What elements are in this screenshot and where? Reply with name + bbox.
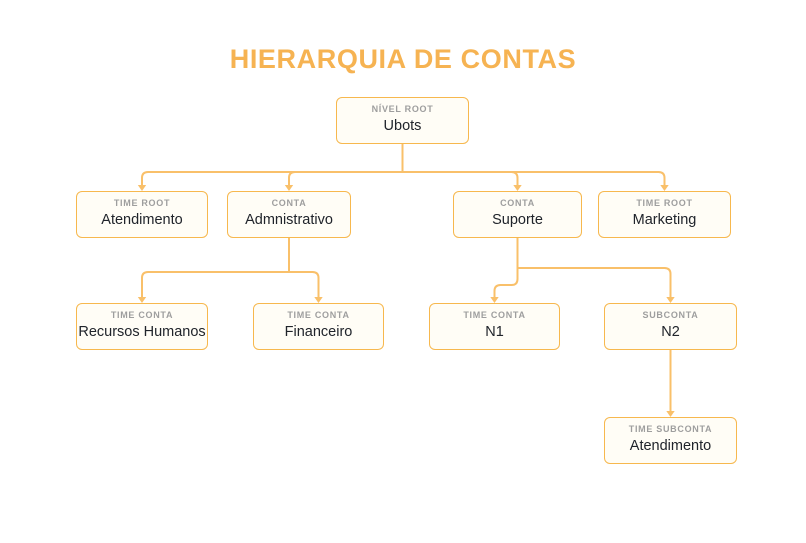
node-suporte[interactable]: CONTA Suporte: [453, 191, 582, 238]
connector-branch: [402, 171, 666, 185]
node-kind-label: TIME ROOT: [113, 197, 171, 208]
node-kind-label: TIME SUBCONTA: [628, 423, 713, 434]
node-name-label: Atendimento: [629, 437, 712, 454]
node-kind-label: CONTA: [271, 197, 307, 208]
node-name-label: Admnistrativo: [245, 211, 333, 228]
node-kind-label: TIME ROOT: [636, 197, 693, 208]
node-kind-label: TIME CONTA: [463, 309, 526, 320]
node-name-label: Ubots: [383, 117, 422, 134]
node-n1[interactable]: TIME CONTA N1: [429, 303, 560, 350]
connector-branch: [288, 171, 403, 185]
node-name-label: Atendimento: [101, 211, 183, 228]
node-name-label: Recursos Humanos: [78, 323, 206, 340]
node-kind-label: CONTA: [500, 197, 535, 208]
node-kind-label: TIME CONTA: [110, 309, 174, 320]
node-name-label: N1: [485, 323, 504, 340]
node-kind-label: NÍVEL ROOT: [371, 103, 434, 114]
node-rh[interactable]: TIME CONTA Recursos Humanos: [76, 303, 208, 350]
node-name-label: Financeiro: [284, 323, 353, 340]
node-n2[interactable]: SUBCONTA N2: [604, 303, 737, 350]
node-name-label: Suporte: [492, 211, 543, 228]
page-title: HIERARQUIA DE CONTAS: [229, 44, 577, 74]
connector-branch: [141, 271, 289, 297]
node-admnistrativo[interactable]: CONTA Admnistrativo: [227, 191, 351, 238]
connector-branch: [289, 271, 320, 297]
node-ubots[interactable]: NÍVEL ROOT Ubots: [336, 97, 469, 144]
node-atendimento[interactable]: TIME ROOT Atendimento: [76, 191, 208, 238]
connector-branch: [402, 171, 519, 185]
node-name-label: Marketing: [632, 211, 697, 228]
connector-branch: [493, 268, 519, 297]
node-kind-label: TIME CONTA: [287, 309, 350, 320]
node-atendimento2[interactable]: TIME SUBCONTA Atendimento: [604, 417, 737, 464]
node-financeiro[interactable]: TIME CONTA Financeiro: [253, 303, 384, 350]
connector-branch: [517, 267, 672, 297]
node-marketing[interactable]: TIME ROOT Marketing: [598, 191, 731, 238]
node-name-label: N2: [661, 323, 680, 340]
node-kind-label: SUBCONTA: [642, 309, 699, 320]
connector-branch: [141, 171, 403, 185]
